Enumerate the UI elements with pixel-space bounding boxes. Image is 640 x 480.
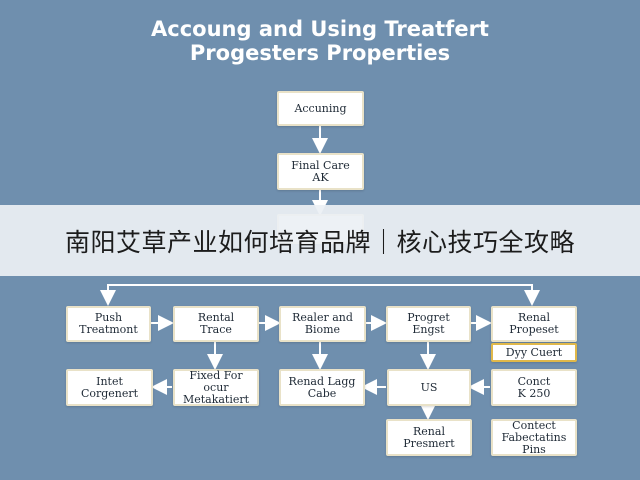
- node-realer-biome: Realer and Biome: [279, 306, 366, 342]
- node-progret-engst: Progret Engst: [386, 306, 471, 342]
- node-contect-fabectatins-pins: Contect Fabectatins Pins: [491, 419, 577, 456]
- node-push-treatment: Push Treatmont: [66, 306, 151, 342]
- node-renad-lagg-cabe: Renad Lagg Cabe: [279, 369, 365, 406]
- node-final-care: Final Care AK: [277, 153, 364, 190]
- node-conct-k250: Conct K 250: [491, 369, 577, 406]
- node-fixed-for-metakatiert: Fixed For ocur Metakatiert: [173, 369, 259, 406]
- node-renal-propeset: Renal Propeset: [491, 306, 577, 342]
- diagram-title-line-1: Accoung and Using Treatfert: [151, 17, 489, 41]
- node-dyy-cuert: Dyy Cuert: [491, 343, 577, 362]
- node-intet-corgenert: Intet Corgenert: [66, 369, 153, 406]
- overlay-banner: 南阳艾草产业如何培育品牌｜核心技巧全攻略: [0, 205, 640, 276]
- node-rental-trace: Rental Trace: [173, 306, 259, 342]
- node-renal-presmert: Renal Presmert: [386, 419, 472, 456]
- node-accuning: Accuning: [277, 91, 364, 126]
- node-us: US: [387, 369, 471, 406]
- diagram-title-line-2: Progesters Properties: [189, 41, 451, 65]
